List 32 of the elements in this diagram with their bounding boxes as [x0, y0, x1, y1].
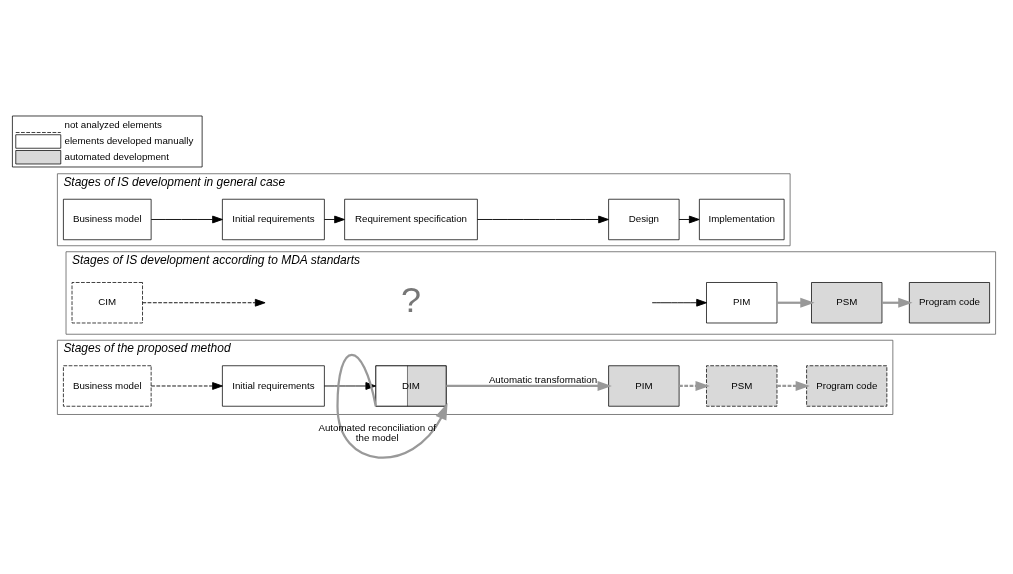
node-box: PIM — [607, 365, 679, 407]
edge-label: Automatic transformation — [488, 374, 597, 386]
arrow — [150, 382, 223, 390]
node-box: Implementation — [698, 198, 784, 241]
arrow — [651, 298, 707, 307]
arrow — [776, 297, 815, 308]
arrow — [776, 381, 810, 391]
node-box: Business model — [62, 365, 151, 407]
node-box: Program code — [805, 365, 887, 407]
arrow — [141, 298, 266, 307]
label: ? — [400, 278, 421, 320]
node-box: Design — [607, 198, 679, 241]
arrow — [323, 382, 376, 390]
node-box: Program code — [908, 282, 990, 324]
arrow — [678, 381, 710, 391]
node-box: PSM — [705, 365, 777, 407]
node-box: PIM — [705, 282, 777, 324]
arrow — [323, 215, 345, 224]
legend-label: automated development — [64, 150, 169, 162]
node-box: PSM — [810, 282, 882, 324]
arrow — [678, 215, 700, 224]
node-box: Business model — [62, 198, 151, 241]
legend-label: not analyzed elements — [64, 119, 162, 131]
arrow — [445, 381, 612, 391]
edge-label: Automated reconciliation of the model — [317, 421, 436, 444]
arrow — [476, 215, 609, 224]
node-box: Requirement specification — [343, 198, 478, 241]
node-box: Initial requirements — [221, 198, 325, 241]
node-box: CIM — [71, 282, 143, 324]
node-box: Initial requirements — [221, 365, 325, 407]
arrow — [150, 215, 223, 224]
legend-label: elements developed manually — [64, 135, 193, 147]
